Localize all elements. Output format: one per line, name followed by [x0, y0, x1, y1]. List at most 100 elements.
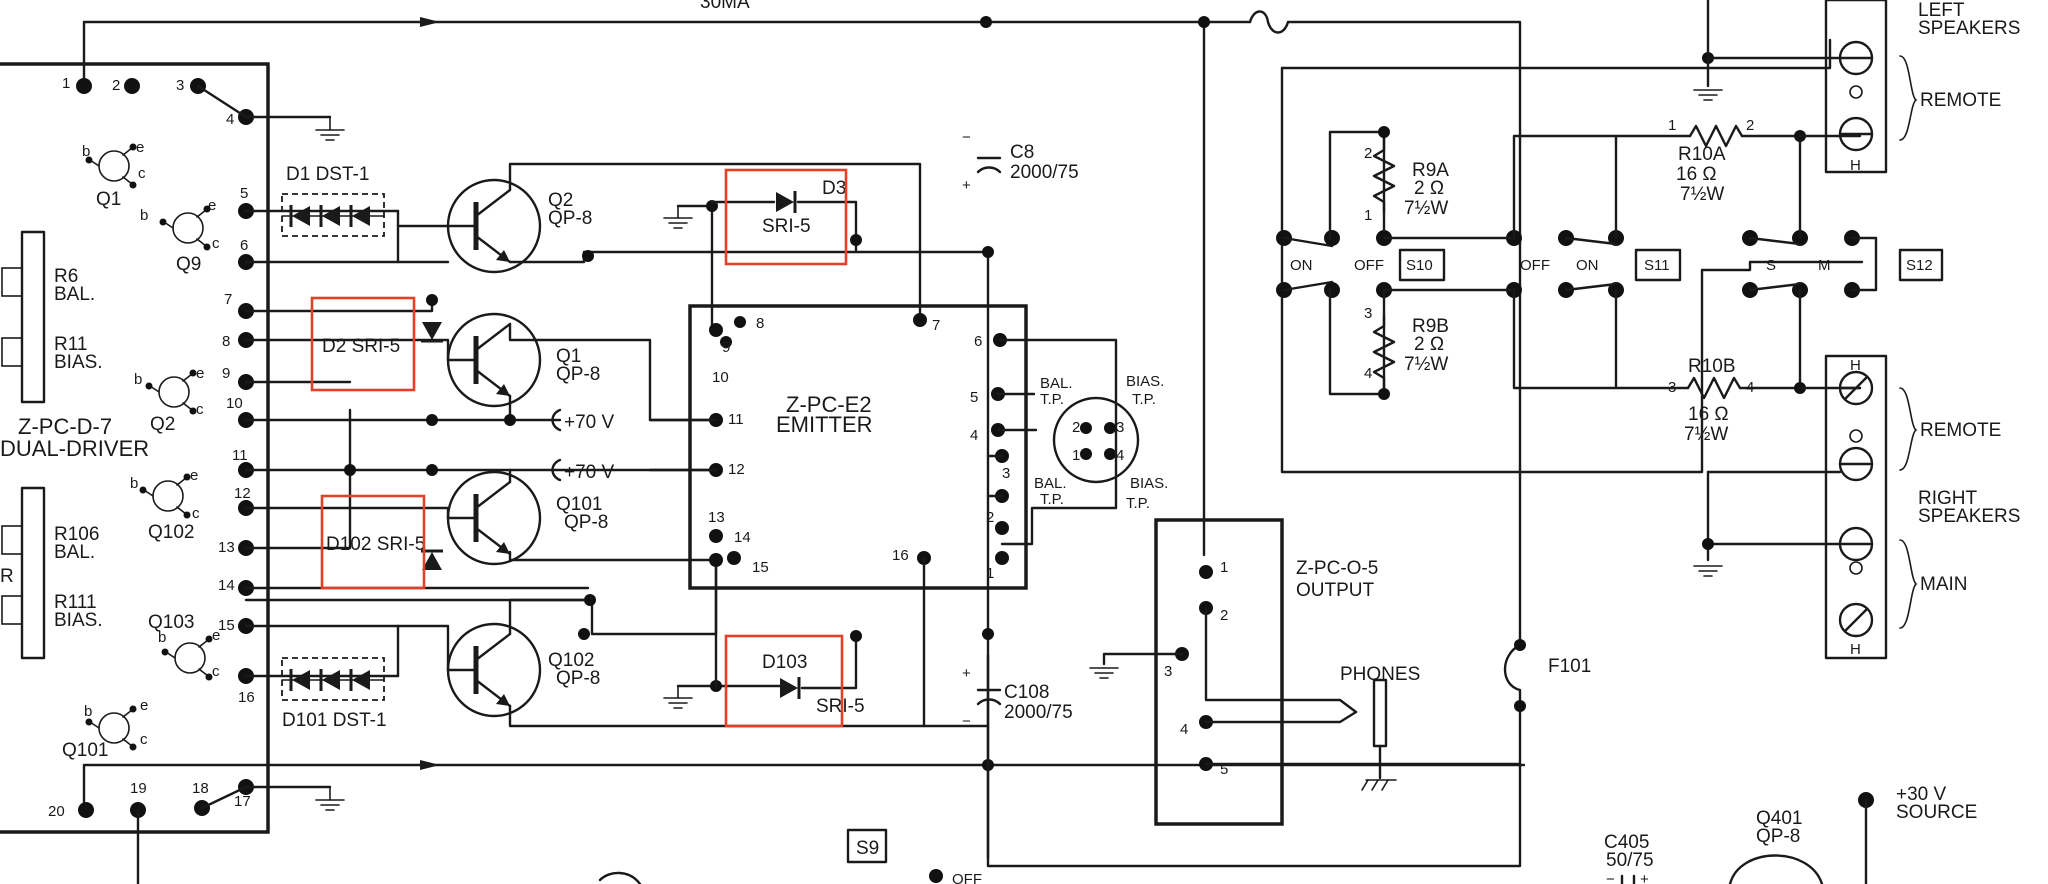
highlight-d102 [320, 494, 426, 590]
q101-type: QP-8 [564, 512, 608, 533]
source-voltage: +30 V [1896, 784, 1947, 805]
svg-text:c: c [212, 235, 220, 252]
em-pin-8: 8 [756, 315, 764, 332]
svg-text:b: b [84, 703, 92, 720]
capacitor-c8: − + C8 2000/75 [962, 129, 1079, 258]
r9b-power: 7½W [1404, 354, 1448, 375]
terminal-strip-right: H H [1693, 354, 1888, 660]
q2-type: QP-8 [548, 208, 592, 229]
bias-tp-bottom: BIAS. [1130, 475, 1168, 492]
emitter-desc: EMITTER [776, 412, 873, 437]
d3-type: SRI-5 [762, 216, 811, 237]
drv-pin-1: 1 [62, 75, 70, 92]
diode-d3: D3 SRI-5 [663, 178, 862, 332]
supply-70v-bottom: +70 V [564, 462, 615, 483]
c108-label: C108 [1004, 682, 1049, 703]
left-speakers-2: SPEAKERS [1918, 18, 2020, 39]
q9-label: Q9 [176, 254, 201, 275]
d3-label: D3 [822, 178, 846, 199]
d2-label: D2 SRI-5 [322, 336, 400, 357]
svg-text:e: e [212, 627, 220, 644]
h-left: H [1850, 157, 1861, 174]
s11-label: S11 [1644, 257, 1670, 274]
s9-box [846, 828, 888, 864]
q401-label: Q401 [1756, 808, 1802, 829]
c8-value: 2000/75 [1010, 162, 1079, 183]
svg-text:b: b [130, 475, 138, 492]
d103-type: SRI-5 [816, 696, 865, 717]
svg-text:c: c [192, 505, 200, 522]
em-pin-12: 12 [728, 461, 745, 478]
out-pin-3: 3 [1164, 663, 1172, 680]
drv-pin-8: 8 [222, 333, 230, 350]
drv-pin-18: 18 [192, 780, 209, 797]
s9-label: S9 [856, 838, 879, 859]
c108-value: 2000/75 [1004, 702, 1073, 723]
remote-top: REMOTE [1920, 90, 2001, 111]
h-right-top: H [1850, 357, 1861, 374]
r9a-power: 7½W [1404, 198, 1448, 219]
r9b-value: 2 Ω [1414, 334, 1444, 355]
svg-text:+: + [1640, 871, 1649, 884]
s11-off: OFF [1520, 257, 1550, 274]
c8-label: C8 [1010, 142, 1034, 163]
left-speakers: LEFT [1918, 0, 1965, 21]
r111-desc: BIAS. [54, 610, 103, 631]
drv-pin-20: 20 [48, 803, 65, 820]
em-pin-15: 15 [752, 559, 769, 576]
capacitor-c108: + − C108 2000/75 [962, 628, 1073, 730]
s12-m: M [1818, 257, 1831, 274]
output-board-name: Z-PC-O-5 [1296, 558, 1378, 579]
svg-text:e: e [196, 365, 204, 382]
svg-text:e: e [208, 197, 216, 214]
s12-s: S [1766, 257, 1776, 274]
svg-text:b: b [82, 143, 90, 160]
r9a-pin-1: 1 [1364, 207, 1372, 224]
diode-d2: D2 SRI-5 [322, 320, 445, 357]
remote-mid: REMOTE [1920, 420, 2001, 441]
dual-driver-desc: DUAL-DRIVER [0, 436, 149, 461]
r9a-pin-2: 2 [1364, 145, 1372, 162]
d101-label: D101 DST-1 [282, 710, 387, 731]
out-pin-5: 5 [1220, 761, 1228, 778]
socket-pin-4: 4 [1116, 447, 1124, 464]
r10a-label: R10A [1678, 144, 1726, 165]
q2-small-label: Q2 [150, 414, 175, 435]
r10b-power: 7½W [1684, 424, 1728, 445]
r10a-value: 16 Ω [1676, 164, 1717, 185]
bal-tp-top-2: T.P. [1040, 391, 1064, 408]
small-transistor-letters: b e c b e c b e c b e c b e c b e c [82, 139, 220, 748]
r9a-value: 2 Ω [1414, 178, 1444, 199]
drv-pin-15: 15 [218, 617, 235, 634]
em-pin-4: 4 [970, 427, 978, 444]
q1-small-label: Q1 [96, 189, 121, 210]
output-board: 1 2 3 4 5 Z-PC-O-5 OUTPUT PHONES [1089, 518, 1522, 826]
diode-d101-stack: D101 DST-1 [244, 624, 400, 731]
drv-pin-19: 19 [130, 780, 147, 797]
out-pin-4: 4 [1180, 721, 1188, 738]
r10a-pin-2: 2 [1746, 117, 1754, 134]
q1-label: Q1 [556, 346, 581, 367]
output-transistors: Q2 QP-8 Q1 QP-8 Q101 QP-8 Q102 QP-8 [244, 162, 990, 728]
socket-pin-3: 3 [1116, 419, 1124, 436]
r9b-pin-4: 4 [1364, 365, 1372, 382]
highlight-boxes [310, 168, 848, 728]
drv-pin-3: 3 [176, 77, 184, 94]
r6-desc: BAL. [54, 284, 95, 305]
em-pin-7: 7 [932, 317, 940, 334]
r111-label: R111 [54, 592, 97, 613]
r10b-value: 16 Ω [1688, 404, 1729, 425]
source-section: C405 50/75 − + Q401 QP-8 +30 V SOURCE [1604, 784, 1977, 884]
drv-pin-4: 4 [226, 111, 234, 128]
q1-type: QP-8 [556, 364, 600, 385]
bias-tp-bottom-2: T.P. [1126, 495, 1150, 512]
d102-label: D102 SRI-5 [326, 534, 425, 555]
drv-pin-11: 11 [232, 447, 248, 464]
r11-label: R11 [54, 334, 87, 355]
s10-label: S10 [1406, 257, 1433, 274]
svg-text:b: b [134, 371, 142, 388]
q102-type: QP-8 [556, 668, 600, 689]
em-pin-2: 2 [986, 509, 994, 526]
s11-on: ON [1576, 257, 1599, 274]
bal-tp-bottom-2: T.P. [1040, 491, 1064, 508]
